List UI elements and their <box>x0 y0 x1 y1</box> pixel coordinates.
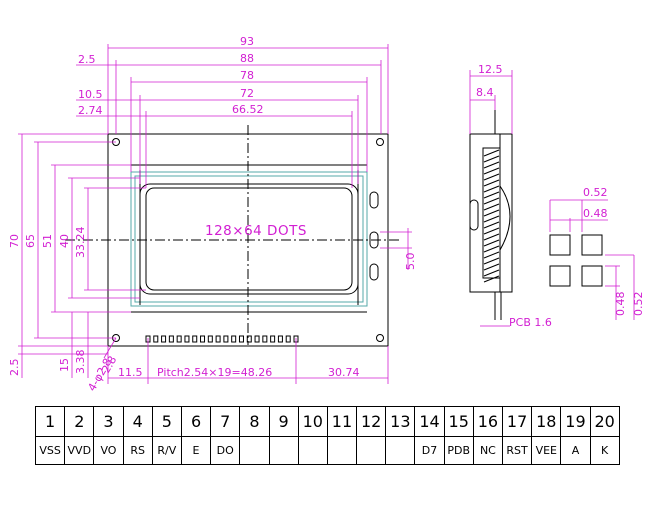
pin-number-cell: 8 <box>239 406 270 437</box>
dim-bottom-15: 15 <box>58 358 71 372</box>
pin-row <box>145 335 299 343</box>
pin-number-cell: 9 <box>268 406 299 437</box>
dim-bottom-2-5: 2.5 <box>8 359 21 377</box>
pin-number-cell: 17 <box>501 406 533 437</box>
pin-pad <box>270 335 276 343</box>
pin-number-cell: 2 <box>64 406 95 437</box>
view-area <box>139 183 359 295</box>
pin-pad <box>207 335 213 343</box>
dot-vdim-0-48: 0.48 <box>614 292 627 317</box>
pin-number-cell: 7 <box>210 406 241 437</box>
pin-signal-cell: R/V <box>151 436 182 465</box>
pin-signal-cell: DO <box>210 436 241 465</box>
pin-number-cell: 19 <box>560 406 591 437</box>
pin-signal-cell: RST <box>501 436 533 465</box>
pin-signal-cell: VVD <box>64 436 95 465</box>
mount-hole-bottom-right <box>376 334 384 342</box>
pin-number-cell: 6 <box>180 406 212 437</box>
pin-signal-cell: K <box>589 436 620 465</box>
dim-left-2-5: 2.5 <box>78 53 96 66</box>
pin-number-cell: 4 <box>122 406 153 437</box>
side-dim-12-5: 12.5 <box>478 63 503 76</box>
pin-pad <box>168 335 174 343</box>
dim-5-0: 5.0 <box>404 253 417 271</box>
pin-signal-cell: VEE <box>531 436 562 465</box>
pin-number-cell: 18 <box>531 406 562 437</box>
display-bezel <box>134 175 364 303</box>
lcd-module-drawing: 93 88 78 72 66.52 2.5 10.5 2.74 70 65 51… <box>8 35 645 394</box>
pin-pad <box>254 335 260 343</box>
dim-40: 40 <box>58 234 71 248</box>
display-frame <box>130 171 368 307</box>
pin-signal-cell: A <box>560 436 591 465</box>
pin-number-cell: 16 <box>472 406 504 437</box>
pin-signal-cell <box>385 436 416 465</box>
pin-signal-cell: RS <box>122 436 153 465</box>
dim-65: 65 <box>24 234 37 248</box>
pin-signal-cell: NC <box>472 436 504 465</box>
pin-number-cell: 15 <box>443 406 474 437</box>
side-dim-8-4: 8.4 <box>476 86 494 99</box>
pin-number-cell: 1 <box>34 406 66 437</box>
pin-number-cell: 5 <box>151 406 182 437</box>
pin-pad <box>200 335 206 343</box>
dim-left-10-5: 10.5 <box>78 88 103 101</box>
dot-dim-0-48: 0.48 <box>583 207 608 220</box>
pin-number-cell: 13 <box>385 406 416 437</box>
dim-93: 93 <box>240 35 254 48</box>
dot-vdim-0-52: 0.52 <box>632 292 645 317</box>
dot-dim-0-52: 0.52 <box>583 186 608 199</box>
pin-signal-cell <box>297 436 328 465</box>
dim-78: 78 <box>240 69 254 82</box>
pin-pad <box>176 335 182 343</box>
pin-number-cell: 10 <box>297 406 328 437</box>
pin-signal-cell <box>268 436 299 465</box>
side-view <box>469 110 513 320</box>
dim-33-24: 33.24 <box>74 227 87 259</box>
dim-51: 51 <box>41 234 54 248</box>
pin-number-cell: 20 <box>589 406 620 437</box>
pin-signal-cell: D7 <box>414 436 445 465</box>
pin-pad <box>262 335 268 343</box>
dim-30-74: 30.74 <box>328 366 360 379</box>
dim-72: 72 <box>240 87 254 100</box>
pin-pad <box>161 335 167 343</box>
pin-signal-cell: VSS <box>34 436 66 465</box>
pin-pad <box>231 335 237 343</box>
pitch-label: Pitch2.54×19=48.26 <box>157 366 272 379</box>
pin-pad <box>238 335 244 343</box>
dim-left-2-74: 2.74 <box>78 104 103 117</box>
pin-pad <box>153 335 159 343</box>
pin-signal-cell <box>239 436 270 465</box>
pin-number-cell: 3 <box>93 406 124 437</box>
pin-signal-cell: PDB <box>443 436 474 465</box>
dots-label: 128×64 DOTS <box>205 223 307 239</box>
dot-detail <box>549 234 603 287</box>
pin-number-cell: 14 <box>414 406 445 437</box>
active-area <box>145 187 353 291</box>
pin-signal-cell: VO <box>93 436 124 465</box>
pin-signal-cell <box>326 436 358 465</box>
pin-number-cell: 11 <box>326 406 358 437</box>
pin-pad <box>215 335 221 343</box>
mount-hole-top-right <box>376 138 384 146</box>
pin-pad <box>184 335 190 343</box>
dim-70: 70 <box>8 234 21 248</box>
dim-bottom-3-38: 3.38 <box>74 350 87 375</box>
pin-pad <box>192 335 198 343</box>
dim-88: 88 <box>240 52 254 65</box>
pin-number-cell: 12 <box>356 406 387 437</box>
pin-pad <box>223 335 229 343</box>
pin-signal-cell <box>356 436 387 465</box>
pin-signal-cell: E <box>180 436 212 465</box>
dim-11-5: 11.5 <box>118 366 143 379</box>
pin-pad <box>285 335 291 343</box>
pin-pad <box>246 335 252 343</box>
dim-66-52: 66.52 <box>232 103 264 116</box>
pcb-label: PCB 1.6 <box>509 316 552 329</box>
pin-pad <box>277 335 283 343</box>
